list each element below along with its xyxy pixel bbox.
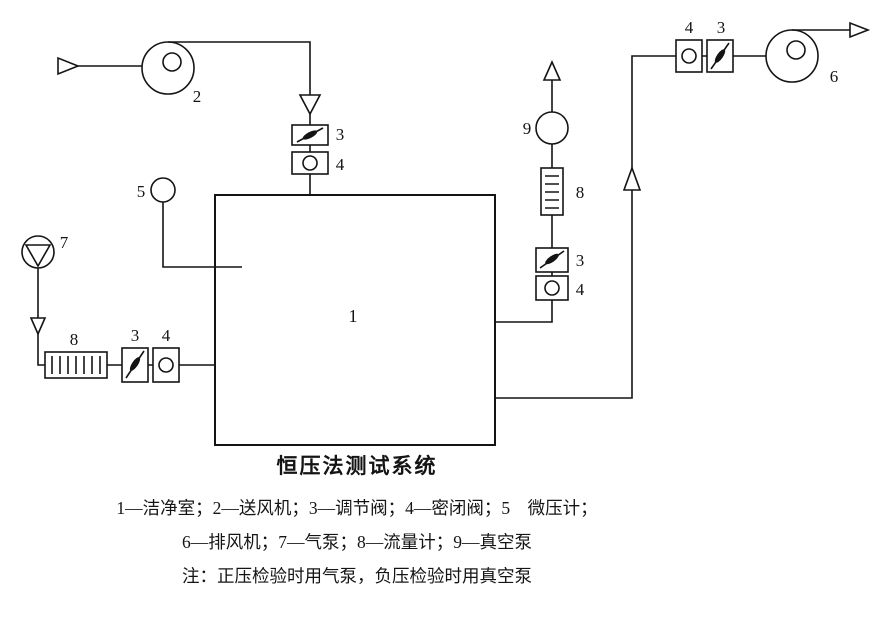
exhaust-fan-symbol bbox=[765, 29, 850, 83]
suction-regulating-valve-symbol bbox=[535, 247, 569, 273]
outlet-regulating-valve-symbol bbox=[706, 39, 734, 73]
label-chamber: 1 bbox=[349, 306, 358, 326]
label-outlet-sealing-valve: 4 bbox=[685, 18, 694, 37]
flow-arrow-inlet-icon bbox=[57, 56, 81, 76]
label-inlet-flow-meter: 8 bbox=[70, 330, 79, 349]
label-supply-regulating-valve: 3 bbox=[336, 125, 345, 144]
outlet-sealing-valve-symbol bbox=[675, 39, 703, 73]
suction-sealing-valve-symbol bbox=[535, 275, 569, 301]
diagram-title: 恒压法测试系统 bbox=[277, 454, 438, 478]
vacuum-pump-symbol bbox=[535, 111, 569, 145]
label-air-pump: 7 bbox=[60, 233, 69, 252]
pipe-airpump-to-flowmeter bbox=[37, 268, 45, 366]
label-suction-regulating-valve: 3 bbox=[576, 251, 585, 270]
label-supply-sealing-valve: 4 bbox=[336, 155, 345, 174]
supply-regulating-valve-symbol bbox=[291, 124, 329, 146]
micro-manometer-symbol bbox=[150, 177, 242, 268]
label-inlet-regulating-valve: 3 bbox=[131, 326, 140, 345]
flow-arrow-exhaust-riser-icon bbox=[622, 165, 642, 191]
label-micro-manometer: 5 bbox=[137, 182, 146, 201]
label-exhaust-fan: 6 bbox=[830, 67, 839, 86]
suction-flow-meter-symbol bbox=[540, 167, 564, 216]
inlet-flow-meter-symbol bbox=[44, 351, 108, 379]
pipe-manometer-tap bbox=[162, 202, 242, 268]
label-supply-fan: 2 bbox=[193, 87, 202, 106]
flow-arrow-outlet-icon bbox=[849, 21, 871, 39]
label-suction-sealing-valve: 4 bbox=[576, 280, 585, 299]
air-pump-symbol bbox=[21, 235, 55, 269]
label-vacuum-pump: 9 bbox=[523, 119, 532, 138]
piping bbox=[21, 21, 871, 446]
label-outlet-regulating-valve: 3 bbox=[717, 18, 726, 37]
supply-sealing-valve-symbol bbox=[291, 151, 329, 175]
legend-line-2: 6—排风机；7—气泵；8—流量计；9—真空泵 bbox=[182, 532, 532, 552]
supply-fan-symbol bbox=[141, 41, 195, 95]
flow-arrow-vacuum-outlet-icon bbox=[542, 60, 562, 81]
legend-line-1: 1—洁净室；2—送风机；3—调节阀；4—密闭阀；5 微压计； bbox=[116, 498, 597, 518]
diagram-note: 注：正压检验时用气泵，负压检验时用真空泵 bbox=[182, 566, 532, 586]
label-inlet-sealing-valve: 4 bbox=[162, 326, 171, 345]
pipe-exhaust-branch bbox=[495, 55, 766, 399]
pipe-suction-branch bbox=[495, 80, 553, 323]
flow-arrow-airpump-icon bbox=[29, 317, 47, 336]
funnel-supply-icon bbox=[298, 94, 322, 116]
label-suction-flow-meter: 8 bbox=[576, 183, 585, 202]
inlet-regulating-valve-symbol bbox=[121, 347, 149, 383]
inlet-sealing-valve-symbol bbox=[152, 347, 180, 383]
chamber-outline bbox=[214, 194, 496, 446]
pipe-supply-to-chamber bbox=[168, 41, 311, 195]
